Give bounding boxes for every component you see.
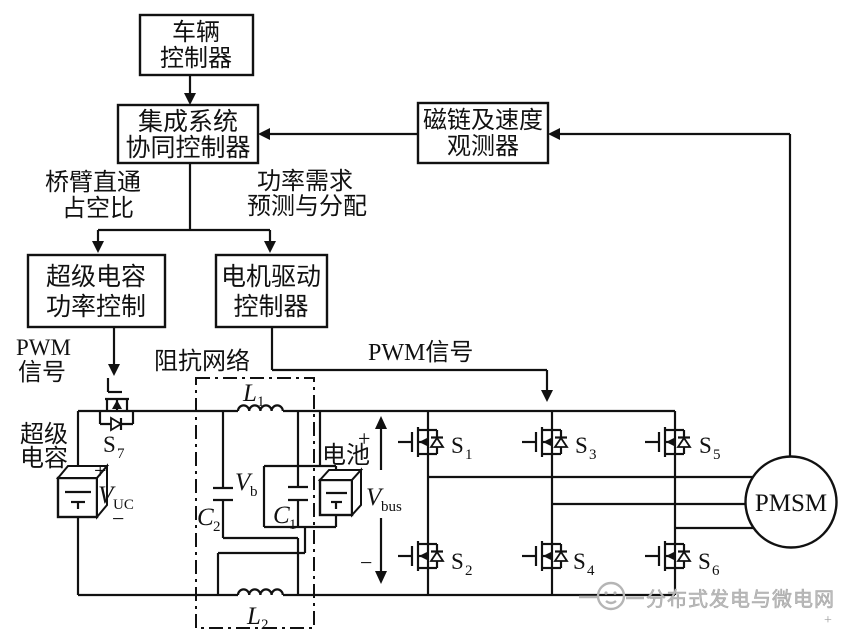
mosfet-s5 xyxy=(643,425,692,459)
mosfet-s4 xyxy=(520,539,569,573)
block-flux-speed-observer: 磁链及速度 观测器 xyxy=(416,101,550,165)
pwm-left-line2: 信号 xyxy=(18,359,66,386)
arrow-pmsm-to-observer xyxy=(548,128,792,456)
s3-subscript: 3 xyxy=(589,447,597,463)
mosfet-s6 xyxy=(643,539,692,573)
capacitor-c1: C 1 xyxy=(273,411,308,533)
vuc-plus-sign: + xyxy=(94,458,106,483)
s5-symbol: S xyxy=(699,433,712,458)
arrow-pwm-to-s7 xyxy=(108,327,120,376)
vuc-minus-sign: − xyxy=(112,506,124,531)
battery-branch xyxy=(262,411,364,529)
sc-power-line2: 功率控制 xyxy=(46,293,146,321)
s4-subscript: 4 xyxy=(587,563,595,579)
s2-subscript: 2 xyxy=(465,563,473,579)
block-integrated-controller: 集成系统 协同控制器 xyxy=(116,103,260,165)
vb-symbol: V xyxy=(235,469,253,496)
pmsm-motor: PMSM xyxy=(744,455,838,549)
s7-symbol: S xyxy=(103,432,116,457)
power-demand-line1: 功率需求 xyxy=(257,168,353,195)
mosfet-s2 xyxy=(396,539,445,573)
inverter-legs xyxy=(426,411,754,595)
vehicle-controller-line2: 控制器 xyxy=(160,45,232,72)
impedance-network-label: 阻抗网络 xyxy=(154,348,250,375)
motor-drive-line2: 控制器 xyxy=(233,293,308,321)
inductor-l2-coil xyxy=(236,588,284,596)
pmsm-label: PMSM xyxy=(755,490,827,517)
l2-subscript: 2 xyxy=(261,617,269,633)
z-network-cross-wires xyxy=(216,527,307,595)
vbus-symbol: V xyxy=(366,484,384,511)
pwm-right-label: PWM信号 xyxy=(368,339,473,366)
vbus-subscript: bus xyxy=(381,499,402,515)
pwm-left-line1: PWM xyxy=(16,335,71,360)
vbus-plus-sign: + xyxy=(358,426,370,451)
supercap-label-line1: 超级 xyxy=(20,421,68,448)
block-vehicle-controller: 车辆 控制器 xyxy=(138,13,255,77)
s6-symbol: S xyxy=(698,549,711,574)
c2-subscript: 2 xyxy=(213,519,221,535)
observer-line2: 观测器 xyxy=(447,133,519,160)
s7-subscript: 7 xyxy=(117,446,125,462)
arrow-pwm-to-inverter xyxy=(270,327,553,402)
mosfet-s3 xyxy=(520,425,569,459)
vbus-minus-sign: − xyxy=(360,550,372,575)
bridge-duty-line1: 桥臂直通 xyxy=(45,169,141,196)
arrow-observer-to-integrated xyxy=(258,128,418,140)
motor-drive-line1: 电机驱动 xyxy=(221,263,321,291)
supercapacitor-symbol xyxy=(55,463,110,520)
c1-symbol: C xyxy=(273,502,290,529)
bridge-duty-line2: 占空比 xyxy=(62,195,134,222)
watermark-text: 分布式发电与微电网 xyxy=(646,588,835,611)
supercapacitor-branch: + V UC − xyxy=(55,411,134,595)
sc-power-line1: 超级电容 xyxy=(46,263,146,291)
vuc-symbol: V xyxy=(98,482,116,509)
dc-rails xyxy=(78,404,675,597)
watermark: 分布式发电与微电网 + xyxy=(579,581,835,628)
arrow-integrated-split xyxy=(92,163,276,253)
battery-symbol xyxy=(317,467,364,518)
mosfet-s1 xyxy=(396,425,445,459)
inductor-l1-coil xyxy=(236,404,284,412)
mosfet-s7: S 7 xyxy=(98,378,135,462)
integrated-controller-line2: 协同控制器 xyxy=(125,134,250,162)
vb-subscript: b xyxy=(250,484,258,500)
block-supercap-power-control: 超级电容 功率控制 xyxy=(26,253,167,329)
watermark-plus: + xyxy=(824,613,832,628)
battery-label: 电池 xyxy=(322,442,370,469)
watermark-logo-icon xyxy=(596,581,626,611)
vbus-indicator: + V bus − xyxy=(358,416,402,584)
capacitor-c2: C 2 xyxy=(197,411,233,538)
s4-symbol: S xyxy=(573,549,586,574)
s5-subscript: 5 xyxy=(713,447,721,463)
observer-line1: 磁链及速度 xyxy=(423,107,543,134)
s3-symbol: S xyxy=(575,433,588,458)
arrow-vehicle-to-integrated xyxy=(184,75,196,105)
impedance-network-boundary xyxy=(195,377,315,629)
s1-symbol: S xyxy=(451,433,464,458)
vehicle-controller-line1: 车辆 xyxy=(172,19,220,46)
c1-subscript: 1 xyxy=(289,517,297,533)
c2-symbol: C xyxy=(197,504,214,531)
l2-symbol: L xyxy=(246,603,261,630)
integrated-controller-line1: 集成系统 xyxy=(138,108,238,136)
supercap-label-line2: 电容 xyxy=(20,445,68,472)
s2-symbol: S xyxy=(451,549,464,574)
power-demand-line2: 预测与分配 xyxy=(247,193,367,220)
block-motor-drive-controller: 电机驱动 控制器 xyxy=(214,253,329,329)
l1-symbol: L xyxy=(242,380,257,407)
l1-subscript: 1 xyxy=(257,394,265,410)
s6-subscript: 6 xyxy=(712,563,720,579)
s1-subscript: 1 xyxy=(465,447,473,463)
vuc-subscript: UC xyxy=(113,497,134,513)
